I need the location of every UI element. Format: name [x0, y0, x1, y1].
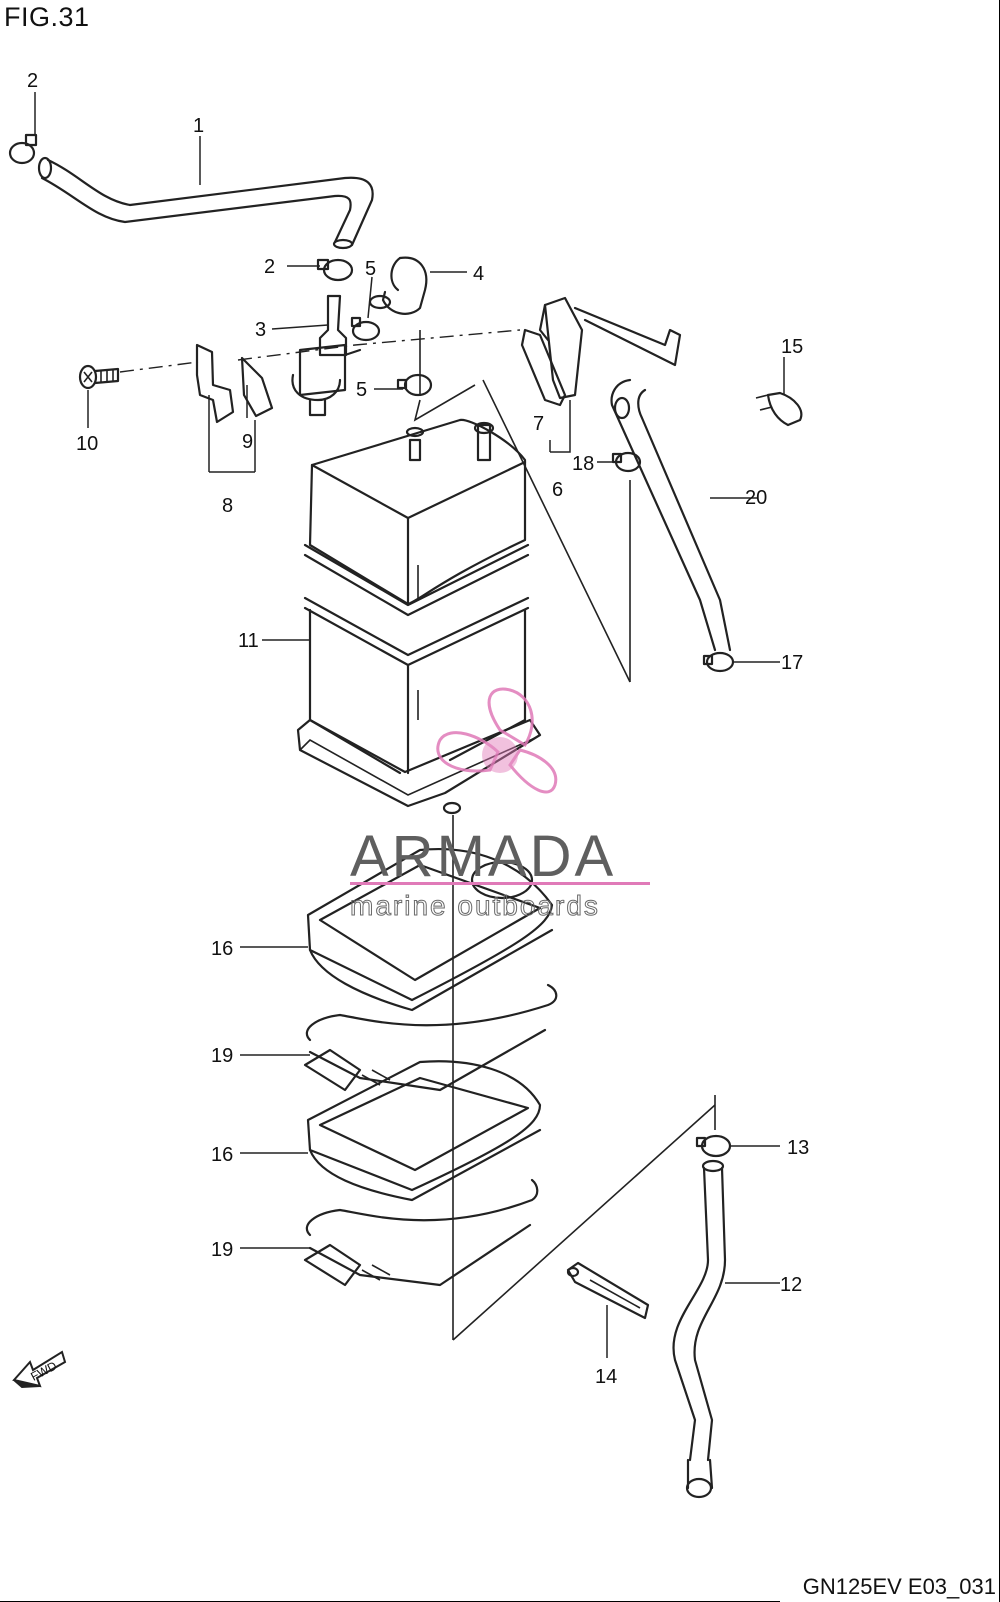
part-20-hose[interactable]: [610, 378, 732, 652]
watermark-underline: [350, 882, 650, 885]
part-1-hose[interactable]: [37, 156, 374, 250]
fwd-arrow-icon: FWD: [12, 1350, 67, 1389]
part-12-hose[interactable]: [672, 1159, 727, 1499]
callout-5-lower[interactable]: 5: [356, 379, 367, 401]
part-19-band-lower[interactable]: [303, 1178, 539, 1287]
part-15-bolt[interactable]: [755, 391, 803, 427]
callout-4[interactable]: 4: [473, 263, 484, 285]
part-17-clamp[interactable]: [702, 651, 735, 673]
callout-7[interactable]: 7: [533, 413, 544, 435]
callout-17[interactable]: 17: [781, 652, 803, 674]
callout-3[interactable]: 3: [255, 319, 266, 341]
drawing-code: GN125EV E03_031: [802, 1574, 996, 1599]
callout-12[interactable]: 12: [780, 1274, 802, 1296]
watermark-tagline: marine outboards: [350, 890, 600, 921]
callout-2-middle[interactable]: 2: [264, 256, 275, 278]
callout-18[interactable]: 18: [572, 453, 594, 475]
callout-20[interactable]: 20: [745, 487, 767, 509]
callout-labels: 2 1 2 5 4 3 5 10 9 8 7 6 18 15 20 17 11 …: [27, 70, 809, 1388]
part-6-bracket[interactable]: [538, 296, 682, 400]
leader-lines: [34, 92, 785, 1358]
callout-13[interactable]: 13: [787, 1137, 809, 1159]
part-9-cushion[interactable]: [240, 356, 274, 418]
callout-11[interactable]: 11: [238, 630, 259, 652]
part-16-pad-lower[interactable]: [306, 1060, 542, 1202]
part-2-clamp-middle[interactable]: [316, 258, 354, 282]
callout-9[interactable]: 9: [242, 431, 253, 453]
callout-14[interactable]: 14: [595, 1366, 617, 1388]
callout-8[interactable]: 8: [222, 495, 233, 517]
part-2-clamp-top[interactable]: [8, 133, 38, 165]
callout-10[interactable]: 10: [76, 433, 98, 455]
watermark-name: ARMADA: [350, 824, 616, 889]
part-19-band-upper[interactable]: [303, 983, 558, 1092]
callout-16-upper[interactable]: 16: [211, 938, 233, 960]
watermark: ARMADA marine outboards: [350, 687, 650, 922]
callout-2-top[interactable]: 2: [27, 70, 38, 92]
part-18-clamp[interactable]: [611, 451, 642, 473]
callout-19-upper[interactable]: 19: [211, 1045, 233, 1067]
propeller-logo-icon: [436, 687, 558, 794]
part-7-bracket-cushion[interactable]: [520, 328, 567, 407]
part-8-bracket[interactable]: [195, 343, 235, 424]
callout-15[interactable]: 15: [781, 336, 803, 358]
callout-19-lower[interactable]: 19: [211, 1239, 233, 1261]
assembly-lines: [119, 329, 716, 1341]
part-4-hose-elbow[interactable]: [368, 256, 428, 315]
part-3-valve[interactable]: [291, 294, 362, 417]
callout-5-upper[interactable]: 5: [365, 258, 376, 280]
figure-title: FIG.31: [4, 2, 90, 32]
part-14-clip[interactable]: [566, 1261, 650, 1320]
callout-16-lower[interactable]: 16: [211, 1144, 233, 1166]
callout-6[interactable]: 6: [552, 479, 563, 501]
callout-1[interactable]: 1: [193, 115, 204, 137]
part-5-clamp-lower[interactable]: [396, 373, 433, 397]
part-10-screw[interactable]: [78, 364, 120, 390]
part-16-pad-upper[interactable]: [306, 848, 554, 1012]
part-5-clamp-upper[interactable]: [350, 316, 381, 342]
part-13-clamp[interactable]: [695, 1134, 732, 1158]
part-11-canister[interactable]: [296, 418, 542, 815]
